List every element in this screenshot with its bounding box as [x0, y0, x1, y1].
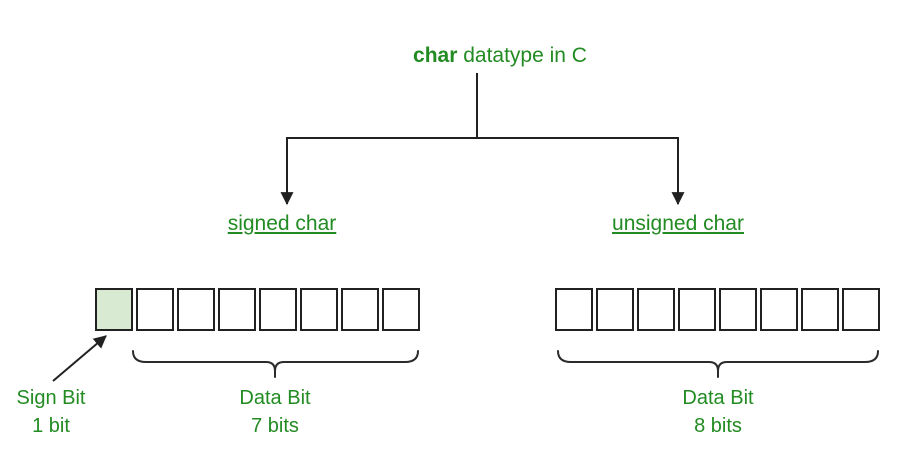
data-bit-cell	[596, 288, 634, 331]
branch-label-signed-char: signed char	[227, 212, 337, 235]
data-bit-cell	[801, 288, 839, 331]
brace-under-8-data-bits-icon	[557, 350, 879, 378]
sign-bit-pointer-arrow-icon	[52, 335, 107, 382]
data-bit-cell	[719, 288, 757, 331]
data-bit-cell	[218, 288, 256, 331]
data-bits-unsigned-caption-line2: 8 bits	[694, 415, 742, 437]
data-bit-cell	[341, 288, 379, 331]
data-bit-cell	[259, 288, 297, 331]
data-bits-signed-caption-line1: Data Bit	[239, 387, 311, 409]
data-bit-cell	[760, 288, 798, 331]
unsigned-char-bit-register	[555, 288, 880, 331]
sign-bit-caption-line1: Sign Bit	[16, 387, 86, 409]
data-bit-cell	[678, 288, 716, 331]
brace-under-7-data-bits-icon	[132, 350, 419, 378]
data-bits-signed-caption-line2: 7 bits	[251, 415, 299, 437]
data-bit-cell	[637, 288, 675, 331]
title-rest: datatype in C	[457, 44, 587, 67]
data-bit-cell	[177, 288, 215, 331]
sign-bit-caption: Sign Bit 1 bit	[17, 384, 86, 440]
data-bit-cell	[382, 288, 420, 331]
signed-char-bit-register	[95, 288, 420, 331]
data-bit-cell	[136, 288, 174, 331]
data-bit-cell	[555, 288, 593, 331]
data-bits-unsigned-caption-line1: Data Bit	[682, 387, 754, 409]
data-bit-cell	[300, 288, 338, 331]
diagram-title: char datatype in C	[413, 44, 587, 68]
sign-bit-caption-line2: 1 bit	[32, 415, 70, 437]
data-bits-unsigned-caption: Data Bit 8 bits	[682, 384, 753, 440]
title-keyword: char	[413, 44, 458, 67]
sign-bit-cell	[95, 288, 133, 331]
data-bits-signed-caption: Data Bit 7 bits	[239, 384, 310, 440]
branch-label-unsigned-char: unsigned char	[612, 212, 744, 235]
data-bit-cell	[842, 288, 880, 331]
